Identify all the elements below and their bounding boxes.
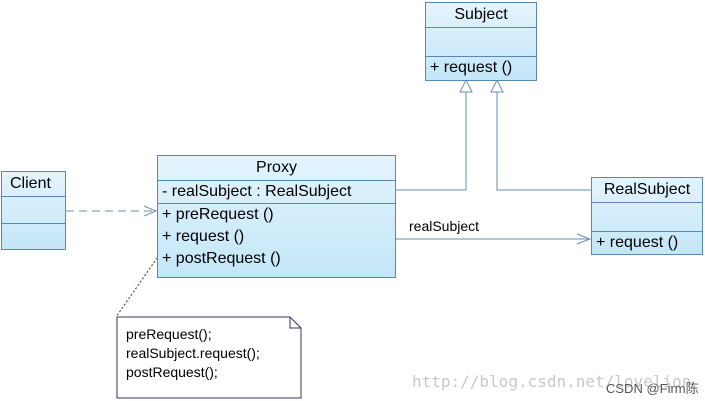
proxy-class[interactable]: Proxy - realSubject : RealSubject + preR…	[157, 155, 396, 278]
subject-class[interactable]: Subject + request ()	[425, 2, 537, 81]
realsubject-generalization-line	[496, 90, 591, 191]
proxy-class-name: Proxy	[158, 156, 395, 181]
realsubject-operations-section: + request ()	[592, 232, 702, 254]
proxy-generalization-line	[396, 90, 467, 191]
watermark-url: http://blog.csdn.net/lovelion	[412, 372, 692, 391]
subject-class-name: Subject	[426, 3, 536, 28]
proxy-operation-prerequest: + preRequest ()	[162, 206, 274, 223]
realsubject-operation-request: + request ()	[596, 234, 679, 251]
proxy-generalization-arrowhead	[459, 78, 473, 93]
proxy-operations-section: + preRequest () + request () + postReque…	[158, 204, 395, 270]
proxy-operation-postrequest: + postRequest ()	[162, 250, 281, 267]
association-arrowhead	[576, 233, 592, 245]
realsubject-class-name: RealSubject	[592, 178, 702, 203]
realsubject-generalization-arrowhead	[490, 78, 504, 93]
proxy-operation-request: + request ()	[162, 228, 245, 245]
client-attributes-section	[2, 197, 65, 224]
proxy-attribute-realsubject: - realSubject : RealSubject	[162, 183, 352, 200]
client-class[interactable]: Client	[1, 171, 66, 250]
client-dependency-arrowhead	[143, 205, 158, 217]
subject-operations-section: + request ()	[426, 57, 536, 79]
client-class-name: Client	[2, 172, 65, 197]
realsubject-attributes-section	[592, 203, 702, 232]
note-line-2: realSubject.request();	[126, 345, 260, 361]
watermark-credit: CSDN @Firm陈	[606, 381, 699, 396]
client-operations-section	[2, 224, 65, 250]
note-line-3: postRequest();	[126, 364, 218, 380]
note-fold	[289, 317, 301, 329]
subject-attributes-section	[426, 28, 536, 57]
association-label: realSubject	[409, 218, 480, 234]
realsubject-class[interactable]: RealSubject + request ()	[591, 177, 703, 255]
note-line-1: preRequest();	[126, 326, 212, 342]
subject-operation-request: + request ()	[430, 59, 513, 76]
proxy-attributes-section: - realSubject : RealSubject	[158, 181, 395, 204]
note-shape	[116, 316, 302, 399]
